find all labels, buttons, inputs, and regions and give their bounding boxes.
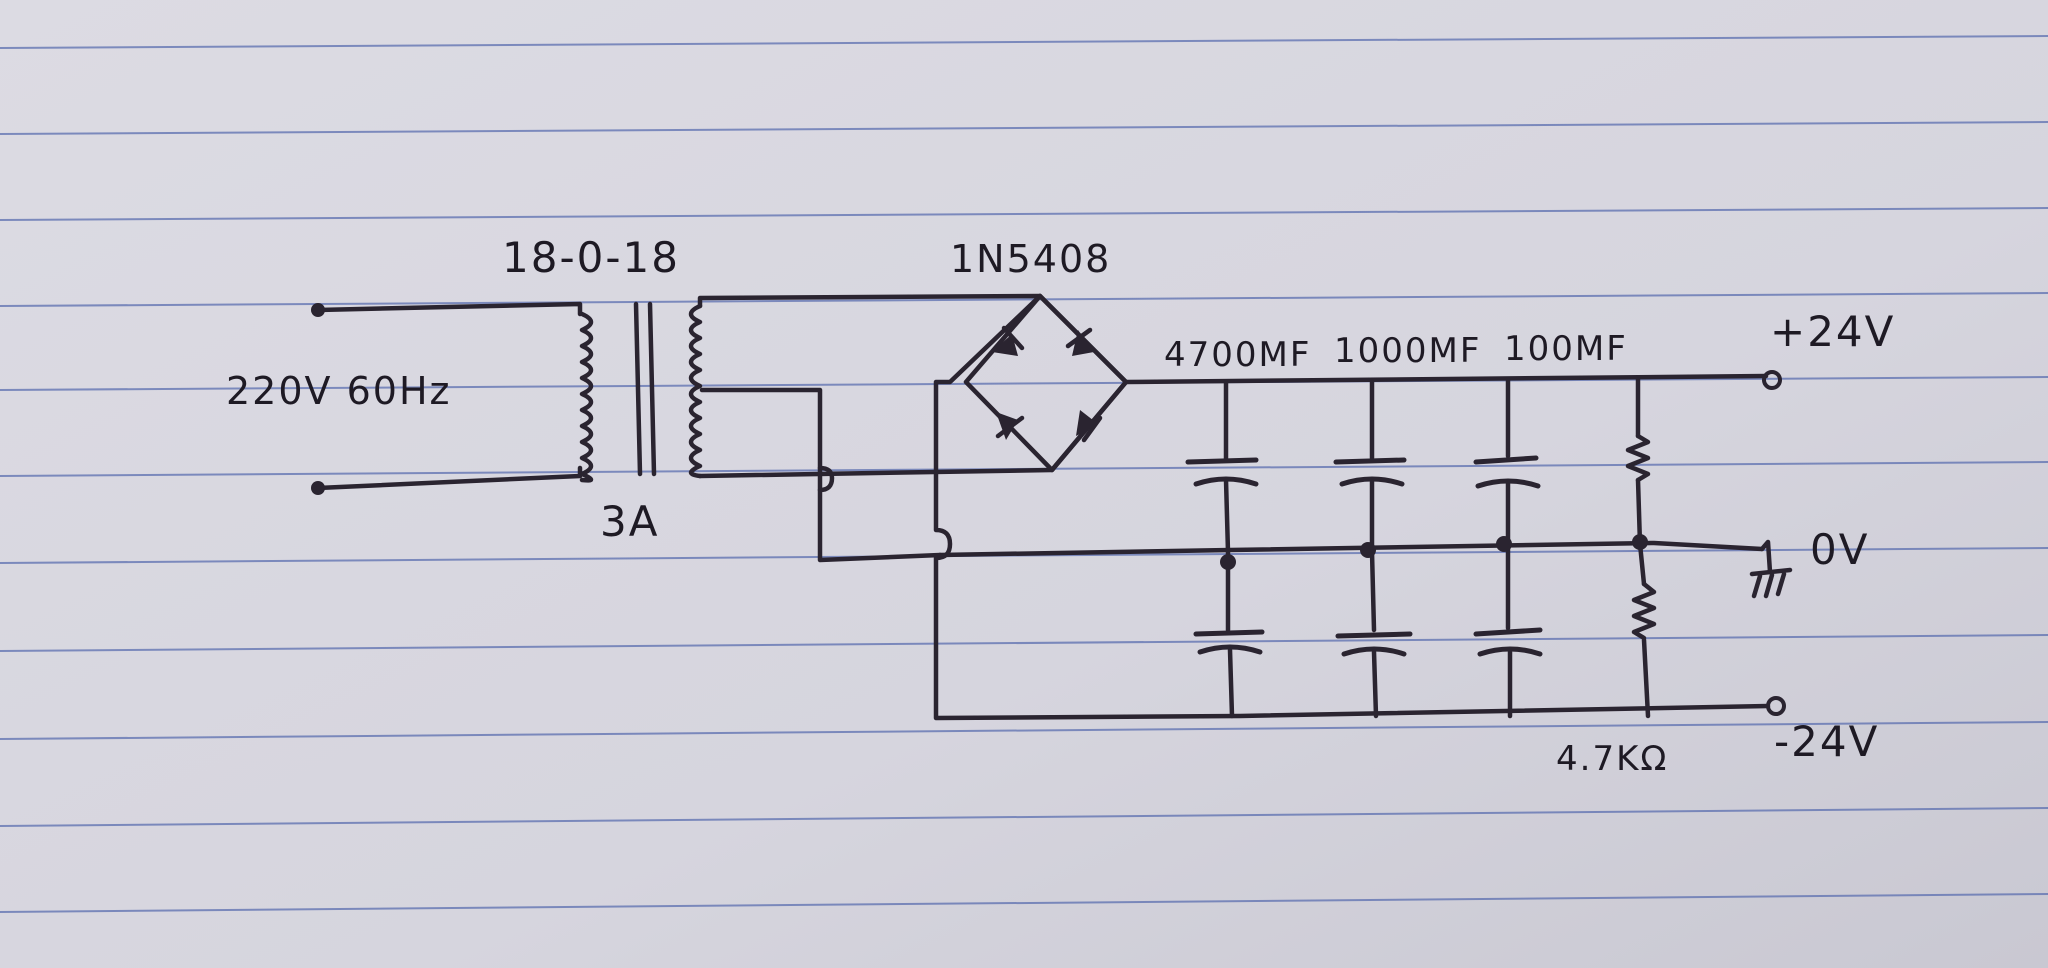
transformer-core-right <box>647 301 657 477</box>
input-voltage-label: 220V 60Hz <box>226 369 451 413</box>
capacitor-1000-label: 1000MF <box>1334 331 1481 371</box>
diode-lower-left <box>995 412 1025 440</box>
ground-symbol <box>1749 539 1793 599</box>
capacitor-4700-label: 4700MF <box>1164 335 1311 375</box>
resistor-value-label: 4.7KΩ <box>1556 739 1668 779</box>
capacitor-100-label: 100MF <box>1504 329 1628 369</box>
primary-coil <box>579 311 594 483</box>
diode-upper-right <box>1065 327 1094 356</box>
positive-rail <box>1123 373 1769 385</box>
ruled-lines <box>0 35 2048 913</box>
bridge-rectifier <box>963 293 1129 473</box>
bridge-diode-label: 1N5408 <box>950 237 1111 281</box>
negative-output-terminal <box>1766 696 1786 716</box>
resistor-upper <box>1625 433 1651 483</box>
secondary-coil <box>688 303 703 479</box>
transformer-rating-label: 18-0-18 <box>502 233 680 282</box>
transformer-core-left <box>633 301 643 477</box>
junction-dot <box>1632 534 1648 550</box>
transformer <box>579 301 703 483</box>
negative-output-label: -24V <box>1774 717 1879 766</box>
primary-input <box>311 301 583 495</box>
positive-output-terminal <box>1762 370 1782 390</box>
junction-dot <box>1496 536 1512 552</box>
transformer-current-label: 3A <box>600 497 659 546</box>
diode-lower-right <box>1076 410 1103 443</box>
diode-upper-left <box>992 325 1025 356</box>
capacitor-1000-column <box>1333 377 1413 719</box>
junction-dot <box>1360 542 1376 558</box>
junction-dot <box>1220 554 1236 570</box>
positive-output-label: +24V <box>1770 307 1895 356</box>
ground-output-label: 0V <box>1810 525 1869 574</box>
capacitor-bank <box>1185 375 1657 719</box>
resistor-lower <box>1631 581 1657 641</box>
capacitor-4700-column <box>1185 379 1265 719</box>
resistor-column <box>1625 375 1657 719</box>
wire-hop <box>817 465 835 493</box>
capacitor-100-column <box>1473 377 1543 719</box>
rails <box>1123 370 1786 716</box>
